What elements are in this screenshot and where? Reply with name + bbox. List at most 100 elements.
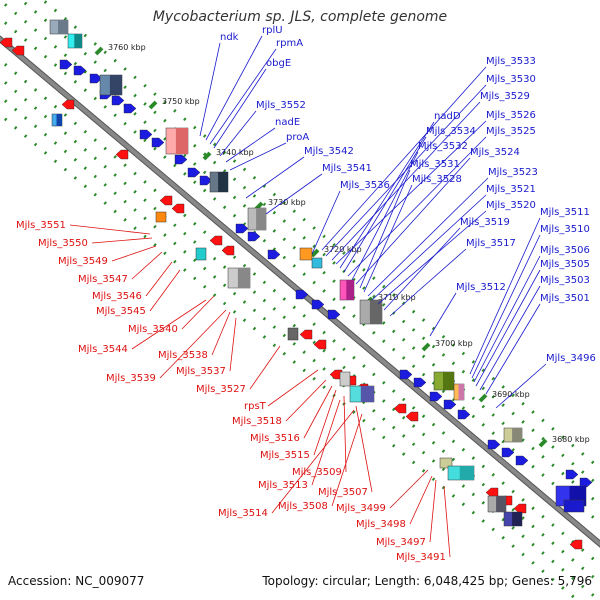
forward-leader-line bbox=[473, 255, 541, 383]
axis-tick-label: 3680 kbp bbox=[552, 435, 590, 444]
axis-tick-label: 3730 kbp bbox=[268, 198, 306, 207]
forward-gene-block bbox=[563, 499, 585, 513]
forward-gene-arrow bbox=[151, 137, 165, 148]
forward-gene-block bbox=[311, 257, 323, 269]
forward-leader-line bbox=[311, 190, 341, 255]
reverse-gene-label: Mjls_3491 bbox=[396, 552, 446, 563]
forward-gene-arrow bbox=[565, 469, 579, 480]
forward-leader-line bbox=[213, 68, 267, 149]
reverse-gene-label: Mjls_3498 bbox=[356, 519, 406, 530]
reverse-gene-label: Mjls_3547 bbox=[78, 274, 128, 285]
forward-leader-line bbox=[209, 48, 277, 145]
forward-leader-line bbox=[471, 234, 541, 379]
forward-gene-arrow bbox=[399, 369, 413, 380]
reverse-leader-line bbox=[343, 395, 347, 473]
axis-tick-mark bbox=[202, 151, 212, 161]
reverse-leader-line bbox=[355, 405, 373, 493]
forward-gene-label: Mjls_3552 bbox=[256, 100, 306, 111]
forward-gene-block bbox=[299, 247, 313, 261]
forward-leader-line bbox=[371, 194, 487, 301]
forward-gene-block-shade bbox=[109, 75, 122, 95]
reverse-gene-arrow bbox=[115, 149, 129, 160]
forward-leader-line bbox=[359, 169, 411, 289]
forward-gene-label: Mjls_3530 bbox=[486, 74, 536, 85]
forward-gene-label: Mjls_3505 bbox=[540, 259, 590, 270]
forward-gene-label: nadE bbox=[275, 117, 300, 128]
reverse-gene-label: Mjls_3509 bbox=[292, 467, 342, 478]
reverse-gene-arrow bbox=[11, 45, 25, 56]
reverse-gene-block bbox=[287, 327, 299, 341]
forward-gene-arrow bbox=[174, 154, 188, 165]
forward-gene-label: Mjls_3524 bbox=[470, 147, 520, 158]
forward-leader-line bbox=[229, 142, 287, 171]
reverse-gene-block-shade bbox=[459, 466, 474, 480]
reverse-gene-arrow bbox=[209, 235, 223, 246]
forward-leader-line bbox=[265, 173, 323, 215]
track-guide-6 bbox=[0, 94, 600, 600]
forward-gene-label: Mjls_3519 bbox=[460, 217, 510, 228]
forward-gene-arrow bbox=[327, 309, 341, 320]
reverse-leader-line bbox=[443, 485, 451, 558]
forward-leader-line bbox=[485, 303, 541, 395]
reverse-gene-block bbox=[155, 211, 167, 223]
map-title: Mycobacterium sp. JLS, complete genome bbox=[152, 9, 448, 25]
forward-leader-line bbox=[245, 156, 305, 199]
forward-gene-arrow bbox=[59, 59, 73, 70]
reverse-leader-line bbox=[145, 261, 173, 297]
forward-leader-line bbox=[219, 110, 257, 157]
reverse-gene-label: Mjls_3537 bbox=[176, 366, 226, 377]
forward-leader-line bbox=[469, 217, 541, 375]
track-guide-4 bbox=[0, 58, 600, 567]
reverse-gene-label: Mjls_3515 bbox=[260, 450, 310, 461]
reverse-leader-line bbox=[131, 251, 163, 280]
reverse-gene-label: Mjls_3540 bbox=[128, 324, 178, 335]
forward-gene-block-shade bbox=[175, 128, 188, 154]
track-guide-2 bbox=[0, 0, 600, 507]
forward-gene-label: proA bbox=[286, 132, 309, 143]
reverse-gene-arrow bbox=[485, 487, 499, 498]
track-guide-3 bbox=[0, 16, 600, 525]
forward-gene-label: Mjls_3496 bbox=[546, 353, 596, 364]
forward-leader-line bbox=[343, 136, 427, 273]
forward-leader-line bbox=[479, 285, 541, 391]
axis-tick-mark bbox=[421, 342, 431, 352]
forward-gene-label: rpmA bbox=[276, 38, 303, 49]
forward-gene-label: rplU bbox=[262, 25, 283, 36]
forward-gene-arrow bbox=[111, 95, 125, 106]
axis-tick-mark bbox=[310, 248, 320, 258]
reverse-gene-arrow bbox=[393, 403, 407, 414]
forward-gene-arrow bbox=[267, 249, 281, 260]
forward-gene-arrow bbox=[487, 439, 501, 450]
reverse-gene-block bbox=[339, 371, 351, 387]
forward-leader-line bbox=[377, 210, 487, 305]
forward-gene-label: Mjls_3512 bbox=[456, 282, 506, 293]
forward-gene-label: Mjls_3531 bbox=[410, 159, 460, 170]
axis-tick-label: 3710 kbp bbox=[378, 293, 416, 302]
forward-gene-block-shade bbox=[443, 372, 454, 390]
forward-gene-label: Mjls_3532 bbox=[418, 141, 468, 152]
reverse-leader-line bbox=[267, 369, 319, 407]
reverse-gene-label: Mjls_3538 bbox=[158, 350, 208, 361]
forward-gene-label: Mjls_3525 bbox=[486, 126, 536, 137]
reverse-gene-block-shade bbox=[512, 512, 522, 526]
forward-gene-label: Mjls_3511 bbox=[540, 207, 590, 218]
reverse-gene-arrow bbox=[61, 99, 75, 110]
forward-gene-label: Mjls_3533 bbox=[486, 56, 536, 67]
reverse-leader-line bbox=[389, 469, 429, 509]
track-guide-0 bbox=[40, 0, 600, 471]
reverse-gene-block bbox=[439, 457, 453, 469]
forward-leader-line bbox=[363, 184, 413, 293]
forward-leader-line bbox=[199, 42, 221, 137]
axis-tick-mark bbox=[94, 46, 104, 56]
reverse-gene-label: Mjls_3550 bbox=[38, 238, 88, 249]
forward-leader-line bbox=[367, 177, 489, 297]
reverse-gene-arrow bbox=[569, 539, 583, 550]
reverse-gene-label: Mjls_3507 bbox=[318, 487, 368, 498]
reverse-leader-line bbox=[111, 245, 157, 262]
forward-gene-label: Mjls_3536 bbox=[340, 180, 390, 191]
forward-leader-line bbox=[321, 66, 487, 251]
forward-leader-line bbox=[429, 292, 457, 337]
reverse-leader-line bbox=[429, 479, 437, 543]
forward-gene-label: Mjls_3506 bbox=[540, 245, 590, 256]
